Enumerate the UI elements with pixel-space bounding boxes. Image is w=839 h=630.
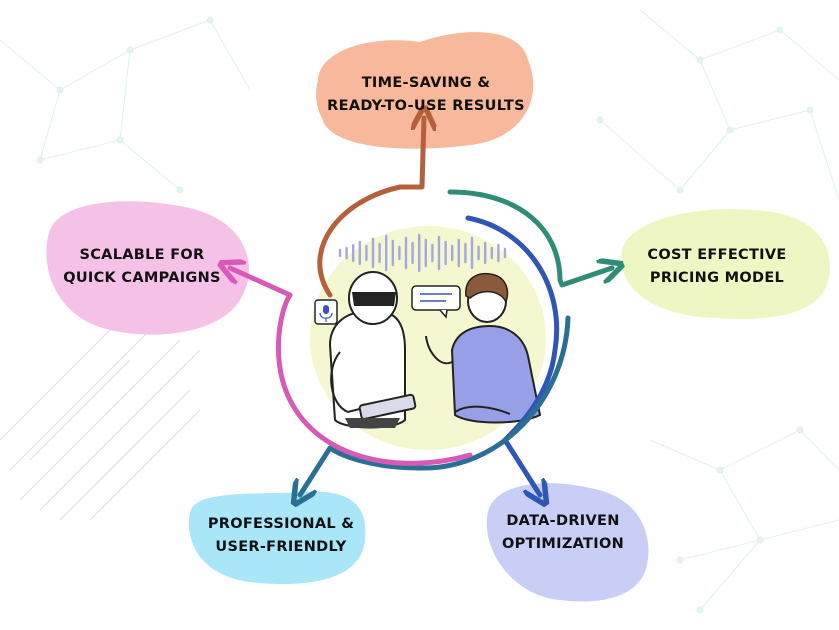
label-data-driven-line2: OPTIMIZATION bbox=[501, 536, 625, 553]
person-icon bbox=[425, 272, 542, 424]
label-time-saving: TIME-SAVING & READY-TO-USE RESULTS bbox=[326, 72, 526, 118]
label-cost-effective-line1: COST EFFECTIVE bbox=[647, 247, 787, 263]
label-professional: PROFESSIONAL & USER-FRIENDLY bbox=[196, 513, 366, 559]
chat-bubble-icon bbox=[411, 285, 461, 319]
label-data-driven-line1: DATA-DRIVEN bbox=[506, 513, 620, 529]
label-cost-effective-line2: PRICING MODEL bbox=[649, 270, 785, 287]
background-diagonal-lines bbox=[0, 319, 201, 521]
label-professional-line2: USER-FRIENDLY bbox=[215, 539, 347, 556]
label-scalable-line1: SCALABLE FOR bbox=[79, 247, 205, 263]
label-time-saving-line1: TIME-SAVING & bbox=[361, 75, 491, 91]
audio-waveform bbox=[338, 233, 507, 273]
blob-bottom-left bbox=[188, 491, 366, 585]
blob-right bbox=[621, 209, 831, 319]
cycle-arrows bbox=[230, 118, 612, 495]
label-professional-line1: PROFESSIONAL & bbox=[207, 516, 355, 532]
label-scalable: SCALABLE FOR QUICK CAMPAIGNS bbox=[52, 244, 232, 290]
label-data-driven: DATA-DRIVEN OPTIMIZATION bbox=[488, 510, 638, 556]
arrow-scalable bbox=[230, 268, 473, 466]
label-time-saving-line2: READY-TO-USE RESULTS bbox=[327, 98, 525, 115]
blob-bottom-right bbox=[486, 483, 649, 602]
arrow-time-saving bbox=[317, 118, 424, 298]
blob-left bbox=[46, 201, 249, 335]
background-network-pattern bbox=[0, 9, 839, 614]
blob-top bbox=[316, 32, 534, 149]
label-scalable-line2: QUICK CAMPAIGNS bbox=[63, 270, 221, 287]
microphone-icon bbox=[314, 299, 338, 325]
arrow-cost-effective bbox=[447, 189, 612, 288]
robot-icon bbox=[328, 271, 417, 429]
arrow-professional bbox=[300, 315, 571, 495]
label-cost-effective: COST EFFECTIVE PRICING MODEL bbox=[622, 244, 812, 290]
